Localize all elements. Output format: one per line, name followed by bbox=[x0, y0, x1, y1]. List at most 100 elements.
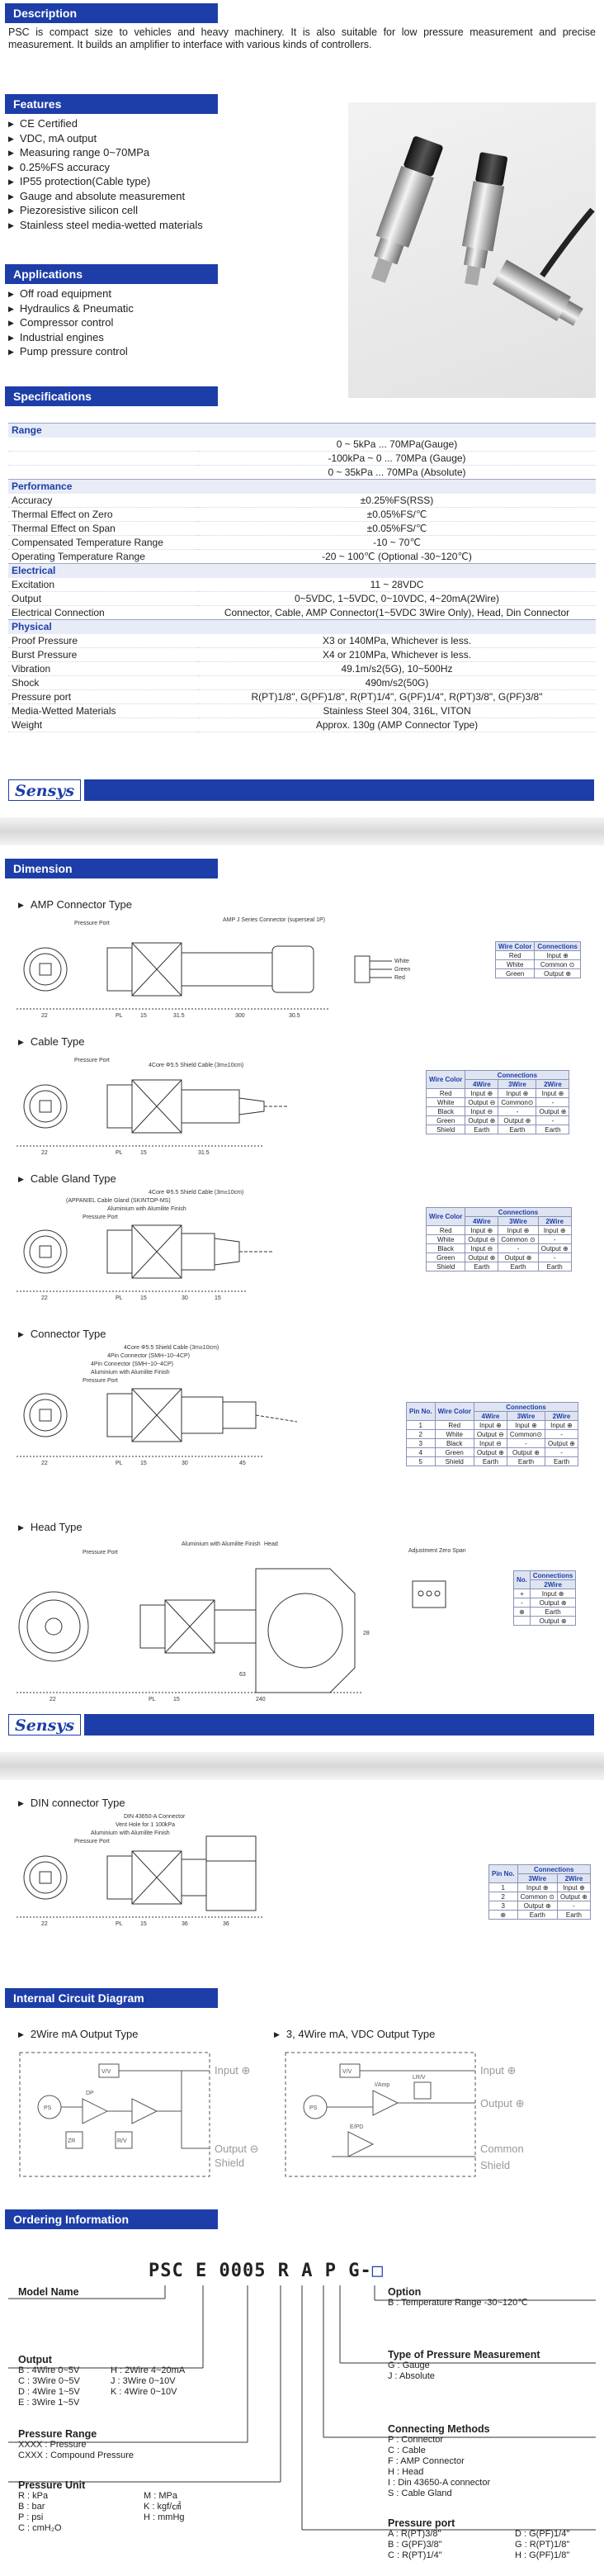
table-cell: Earth bbox=[545, 1456, 578, 1466]
table-cell: Input ⊕ bbox=[473, 1420, 507, 1430]
order-option: C : R(PT)1/4" bbox=[388, 2550, 442, 2560]
order-port-block-2: D : G(PF)1/4" G : R(PT)1/8" H : G(PF)1/8… bbox=[515, 2529, 569, 2561]
dim-label: 22 bbox=[41, 1921, 48, 1927]
range-line: 0 ~ 5kPa ... 70MPa(Gauge) bbox=[198, 437, 596, 452]
spec-value: R(PT)1/8", G(PF)1/8", R(PT)1/4", G(PF)1/… bbox=[198, 689, 596, 704]
table-cell: Input ⊕ bbox=[506, 1420, 546, 1430]
dim-label: 30 bbox=[182, 1461, 188, 1466]
order-option: B : 4Wire 0~5V bbox=[18, 2365, 80, 2375]
circuit-small-label: V/V bbox=[342, 2069, 352, 2075]
circuit-small-label: PS bbox=[309, 2105, 318, 2111]
table-cell: White bbox=[425, 1097, 466, 1107]
feature-item: 0.25%FS accuracy bbox=[8, 161, 203, 176]
connector-type-title: Connector Type bbox=[18, 1328, 106, 1340]
order-range-title: Pressure Range bbox=[18, 2428, 97, 2440]
order-unit-block: Pressure Unit R : kPa B : bar P : psi C … bbox=[18, 2480, 85, 2534]
table-header: Connections bbox=[534, 941, 581, 951]
feature-item: Stainless steel media-wetted materials bbox=[8, 219, 203, 234]
table-cell: Output ⊖ bbox=[465, 1097, 499, 1107]
amp-connector-label: AMP J Series Connector (superseal 1P) bbox=[223, 917, 325, 923]
page-footer: Sensys bbox=[8, 779, 594, 801]
dimension-header: Dimension bbox=[5, 859, 218, 878]
spec-value: X3 or 140MPa, Whichever is less. bbox=[198, 633, 596, 648]
head-alum-label: Aluminium with Alumilite Finish bbox=[182, 1541, 261, 1547]
feature-item: Gauge and absolute measurement bbox=[8, 190, 203, 205]
order-option: A : R(PT)3/8" bbox=[388, 2529, 441, 2539]
table-header: Connections bbox=[465, 1070, 570, 1080]
table-cell: Output ⊕ bbox=[498, 1252, 539, 1262]
table-cell: - bbox=[537, 1252, 572, 1262]
table-cell: Input ⊕ bbox=[556, 1882, 591, 1892]
order-option: B : bar bbox=[18, 2502, 45, 2512]
order-connect-block: Connecting Methods P : Connector C : Cab… bbox=[388, 2424, 490, 2499]
dim-label: PL bbox=[116, 1150, 123, 1156]
table-cell: Output ⊕ bbox=[534, 968, 581, 978]
spec-category-performance: Performance bbox=[8, 479, 596, 494]
page-separator bbox=[0, 1752, 604, 1780]
spec-label: Thermal Effect on Span bbox=[8, 521, 198, 536]
spec-label: Media-Wetted Materials bbox=[8, 703, 198, 718]
table-cell: Output ⊕ bbox=[536, 1106, 570, 1116]
circuit-left-input: Input ⊕ bbox=[215, 2064, 250, 2076]
page-footer-2: Sensys bbox=[8, 1714, 594, 1735]
table-cell: Green bbox=[425, 1252, 466, 1262]
application-item: Hydraulics & Pneumatic bbox=[8, 302, 134, 317]
spec-category-physical: Physical bbox=[8, 619, 596, 634]
order-option: D : 4Wire 1~5V bbox=[18, 2387, 80, 2397]
table-header: 2Wire bbox=[556, 1873, 591, 1883]
circuit-left-diagram: Input ⊕ Output ⊖ Shield V/V ZR R/V PS DP bbox=[19, 2052, 259, 2177]
circuit-small-label: PS bbox=[44, 2105, 52, 2111]
spec-value: X4 or 210MPa, Whichever is less. bbox=[198, 647, 596, 662]
table-cell: - bbox=[498, 1106, 537, 1116]
din-pressure-port-label: Pressure Port bbox=[74, 1839, 110, 1844]
product-photo bbox=[348, 102, 596, 398]
table-header: 2Wire bbox=[537, 1216, 572, 1226]
table-cell: Common⊙ bbox=[498, 1097, 537, 1107]
table-cell: 1 bbox=[406, 1420, 436, 1430]
connector-alum-label: Aluminium with Alumilite Finish bbox=[91, 1370, 170, 1376]
spec-value: 490m/s2(50G) bbox=[198, 675, 596, 690]
circuit-right-shield: Shield bbox=[480, 2159, 510, 2171]
order-option: B : G(PF)3/8" bbox=[388, 2540, 442, 2550]
dim-label: 22 bbox=[41, 1461, 48, 1466]
dim-label: 31.5 bbox=[173, 1013, 185, 1019]
sensys-logo: Sensys bbox=[8, 1714, 81, 1735]
description-text: PSC is compact size to vehicles and heav… bbox=[8, 26, 596, 50]
order-port-block: Pressure port A : R(PT)3/8" B : G(PF)3/8… bbox=[388, 2518, 455, 2561]
table-cell: Output ⊖ bbox=[465, 1234, 499, 1244]
spec-value: ±0.25%FS(RSS) bbox=[198, 493, 596, 508]
circuit-right-title: 3, 4Wire mA, VDC Output Type bbox=[274, 2028, 435, 2040]
table-cell: Output ⊕ bbox=[529, 1616, 577, 1626]
spec-label: Output bbox=[8, 591, 198, 606]
table-cell: 4 bbox=[406, 1447, 436, 1457]
code-connect: P bbox=[324, 2261, 337, 2281]
gland-type-title: Cable Gland Type bbox=[18, 1172, 116, 1185]
table-header: No. bbox=[513, 1570, 531, 1589]
order-output-title: Output bbox=[18, 2354, 52, 2365]
table-cell: Earth bbox=[465, 1125, 499, 1134]
order-model-name: Model Name bbox=[18, 2286, 79, 2298]
order-option: K : kgf/㎠ bbox=[144, 2502, 182, 2512]
spec-value: 49.1m/s2(5G), 10~500Hz bbox=[198, 661, 596, 676]
table-cell: - bbox=[513, 1598, 531, 1608]
table-cell: Output ⊕ bbox=[545, 1438, 578, 1448]
order-output-block: Output B : 4Wire 0~5V C : 3Wire 0~5V D :… bbox=[18, 2355, 80, 2408]
table-header: 2Wire bbox=[529, 1579, 577, 1589]
dim-label: PL bbox=[116, 1013, 123, 1019]
head-adjust-label: Adjustment Zero Span bbox=[408, 1548, 466, 1554]
table-cell: Black bbox=[425, 1243, 466, 1253]
dim-label: 30.5 bbox=[289, 1013, 300, 1019]
table-header: Connections bbox=[529, 1570, 577, 1580]
feature-item: Measuring range 0~70MPa bbox=[8, 146, 203, 161]
dim-label: 15 bbox=[140, 1461, 147, 1466]
dim-label: PL bbox=[116, 1921, 123, 1927]
code-option: □ bbox=[371, 2261, 384, 2281]
order-option: B : Temperature Range -30~120℃ bbox=[388, 2298, 528, 2308]
table-cell: Input ⊕ bbox=[545, 1420, 578, 1430]
table-cell: Earth bbox=[517, 1910, 558, 1920]
dim-label: 15 bbox=[140, 1921, 147, 1927]
spec-value: Stainless Steel 304, 316L, VITON bbox=[198, 703, 596, 718]
table-header: 3Wire bbox=[506, 1411, 546, 1421]
spec-label: Operating Temperature Range bbox=[8, 549, 198, 564]
